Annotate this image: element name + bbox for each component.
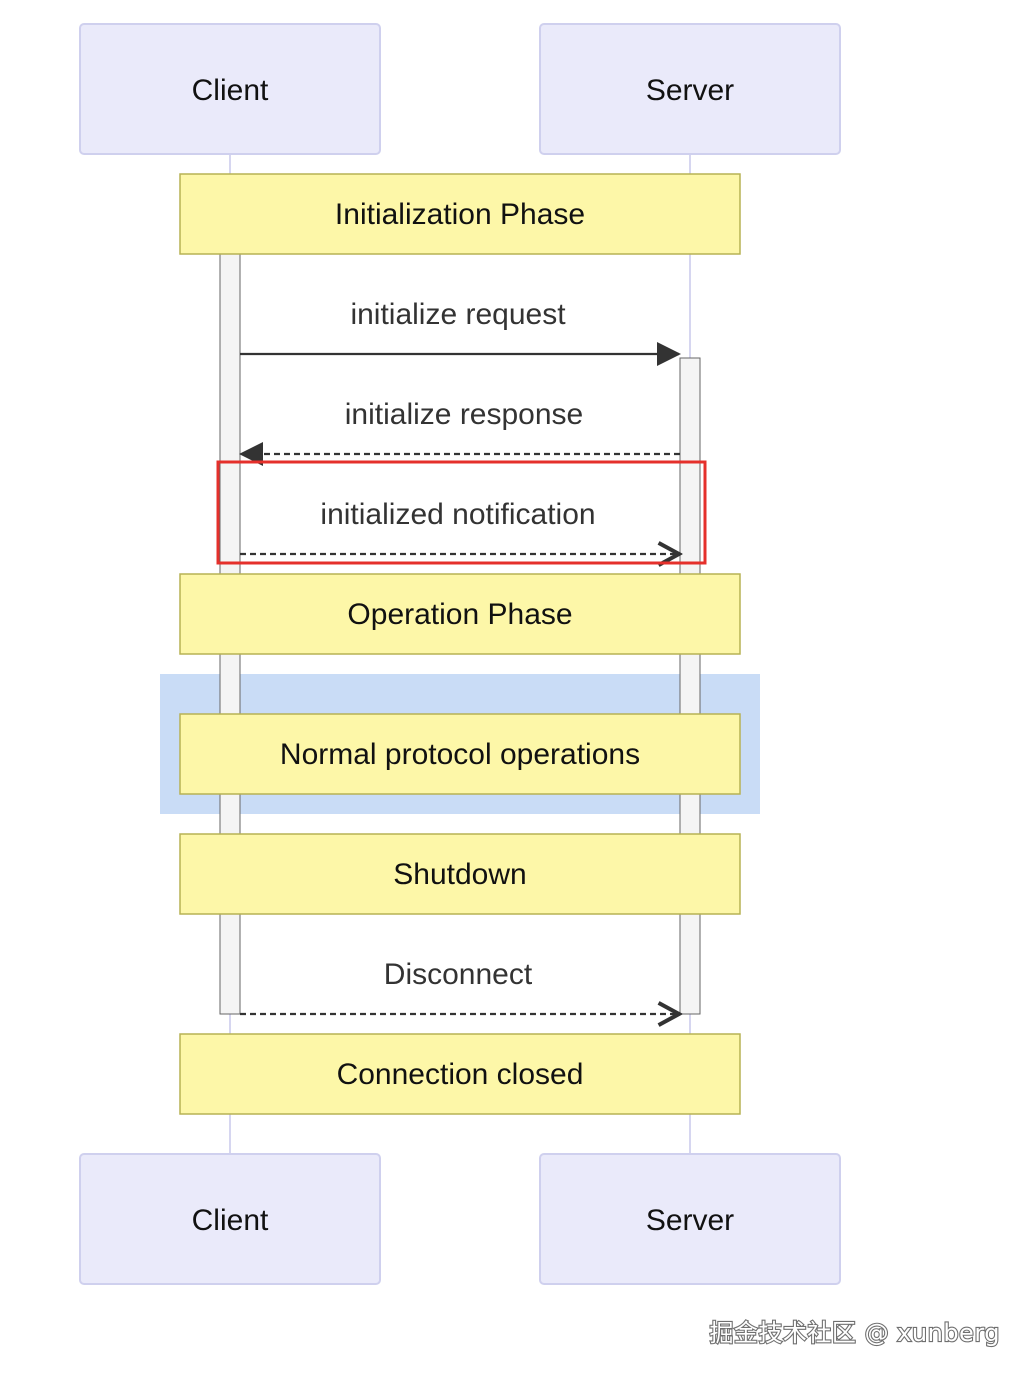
actor-client-bottom-label: Client — [192, 1204, 269, 1237]
server-activation-bar — [679, 357, 701, 1015]
message-disconnect-label: Disconnect — [384, 958, 533, 991]
watermark-text: 掘金技术社区 @ xunberg — [709, 1319, 1000, 1347]
message-initialize-response-label: initialize response — [345, 398, 583, 431]
annotation-highlight-box — [216, 460, 707, 565]
note-connection-closed: Connection closed — [179, 1033, 741, 1115]
message-initialized-notification-label: initialized notification — [320, 498, 595, 531]
message-initialize-request-label: initialize request — [350, 298, 566, 331]
actor-server-top: Server — [539, 23, 841, 155]
actor-server-bottom: Server — [539, 1153, 841, 1285]
actor-client-bottom: Client — [79, 1153, 381, 1285]
actor-client-top: Client — [79, 23, 381, 155]
actor-server-bottom-label: Server — [646, 1204, 734, 1237]
note-operation-phase-label: Operation Phase — [347, 598, 572, 631]
note-operation-phase: Operation Phase — [179, 573, 741, 655]
note-shutdown-label: Shutdown — [393, 858, 526, 891]
note-initialization-phase-label: Initialization Phase — [335, 198, 585, 231]
note-connection-closed-label: Connection closed — [337, 1058, 584, 1091]
actor-server-top-label: Server — [646, 74, 734, 107]
note-initialization-phase: Initialization Phase — [179, 173, 741, 255]
actor-client-top-label: Client — [192, 74, 269, 107]
note-normal-protocol-operations-label: Normal protocol operations — [280, 738, 640, 771]
note-normal-protocol-operations: Normal protocol operations — [179, 713, 741, 795]
note-shutdown: Shutdown — [179, 833, 741, 915]
